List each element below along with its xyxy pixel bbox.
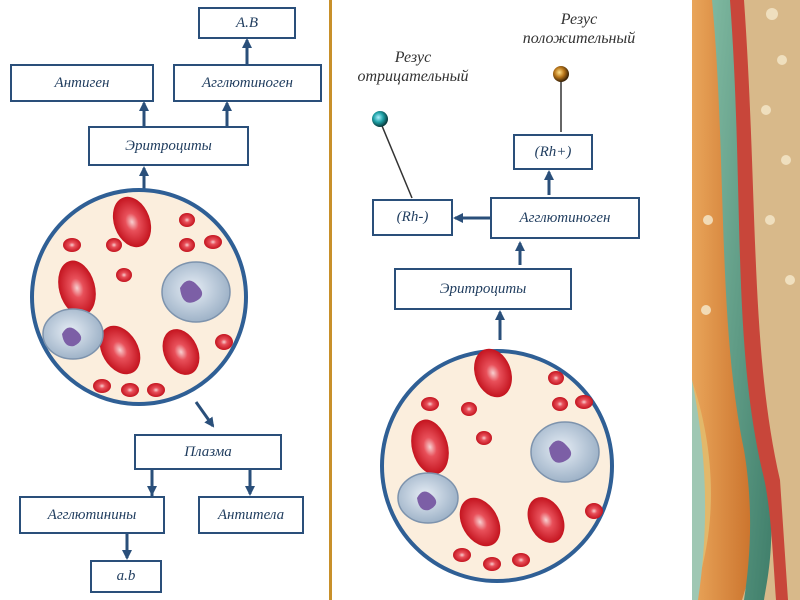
rh-positive-caption-line1: Резус xyxy=(560,11,598,28)
rh-positive-box: (Rh+) xyxy=(513,134,593,170)
antibodies-box: Антитела xyxy=(198,496,304,534)
arrow-cell-to-plasma xyxy=(194,401,215,428)
left-blood-cell-circle xyxy=(30,188,248,406)
erythrocytes-box: Эритроциты xyxy=(88,126,249,166)
rh-negative-caption-line2: отрицательный xyxy=(357,68,469,85)
ab-agglutinins-box: a.b xyxy=(90,560,162,593)
panel-divider xyxy=(329,0,332,600)
rh-negative-caption: Резус отрицательный xyxy=(333,48,493,86)
rh-positive-pin-icon xyxy=(553,66,569,82)
rh-negative-box: (Rh-) xyxy=(372,199,453,236)
ab-antigens-box: A.B xyxy=(198,7,296,39)
left-arrows xyxy=(122,38,255,560)
agglutinogen-box-right: Агглютиноген xyxy=(490,197,640,239)
right-arrows xyxy=(453,170,554,340)
right-blood-cell-circle xyxy=(380,348,614,583)
rh-negative-pin-icon xyxy=(372,111,388,127)
pin-markers xyxy=(372,66,569,199)
erythrocytes-box-right: Эритроциты xyxy=(394,268,572,310)
rh-positive-caption: Резус положительный xyxy=(494,10,664,48)
agglutinins-box: Агглютинины xyxy=(19,496,165,534)
agglutinogen-box: Агглютиноген xyxy=(173,64,322,102)
antigen-box: Антиген xyxy=(10,64,154,102)
decorative-ornament-strip xyxy=(692,0,800,600)
rh-positive-caption-line2: положительный xyxy=(522,30,636,47)
rh-negative-caption-line1: Резус xyxy=(394,49,432,66)
plasma-box: Плазма xyxy=(134,434,282,470)
